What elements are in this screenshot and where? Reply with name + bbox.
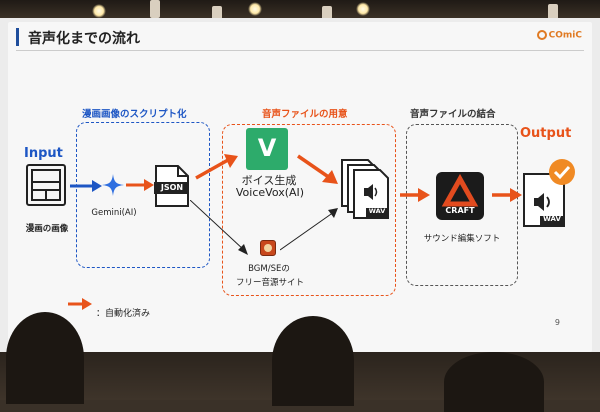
wav-file-icon [523, 173, 565, 227]
orange-arrow-icon [492, 188, 522, 202]
gemini-caption: Gemini(AI) [91, 208, 137, 218]
logo-icon [536, 30, 547, 40]
ceiling-light [356, 2, 370, 16]
script-group-box [76, 122, 210, 268]
orange-arrow-icon [195, 154, 238, 180]
section-heading-script: 漫画画像のスクリプト化 [82, 109, 187, 120]
json-label: JSON [160, 183, 184, 192]
audio-prep-group-box [222, 124, 396, 296]
gemini-sparkle-icon [102, 174, 124, 196]
legend-text: ：自動化済み [96, 309, 151, 319]
bgm-caption-1: BGM/SEの [248, 264, 290, 274]
section-heading-audio-prep: 音声ファイルの用意 [262, 109, 348, 120]
ceiling-fixture [548, 4, 558, 22]
voicevox-caption-1: ボイス生成 [241, 174, 297, 187]
audience-head [6, 312, 84, 404]
input-heading: Input [24, 146, 63, 161]
slide-title: 音声化までの流れ [28, 31, 140, 47]
voicevox-caption-2: VoiceVox(AI) [235, 186, 305, 199]
ceiling-light [248, 2, 262, 16]
title-accent-bar [16, 28, 19, 46]
audience-head [272, 316, 354, 406]
voicevox-icon: V [246, 128, 288, 170]
input-caption: 漫画の画像 [25, 224, 69, 234]
output-heading: Output [520, 126, 572, 141]
bgm-caption-2: フリー音源サイト [235, 278, 304, 288]
blue-arrow-icon [70, 180, 102, 192]
manga-image-icon [26, 164, 66, 206]
title-divider [16, 50, 584, 51]
wav-files-stack-icon: WAV [338, 156, 396, 222]
page-number: 9 [554, 318, 560, 327]
thin-arrow-icon [190, 200, 248, 255]
output-wav-label: WAV [543, 215, 561, 223]
presentation-slide: 音声化までの流れ COmiC 漫画画像のスクリプト化 音声ファイルの用意 音声フ… [8, 22, 592, 352]
company-logo: COmiC [536, 30, 582, 41]
thin-arrow-icon [280, 208, 338, 251]
audio-join-group-box [406, 124, 518, 286]
logo-text: COmiC [548, 30, 582, 41]
stacked-files-icon [341, 159, 389, 219]
section-heading-audio-join: 音声ファイルの結合 [410, 109, 496, 120]
orange-arrow-icon [297, 154, 338, 184]
ceiling-fixture [322, 6, 332, 24]
ceiling-fixture [150, 0, 160, 18]
craft-caption: サウンド編集ソフト [423, 234, 501, 244]
craft-triangle-icon [441, 173, 479, 207]
document-icon [154, 165, 189, 207]
craft-app-icon: CRAFT [436, 172, 484, 220]
craft-label: CRAFT [445, 206, 475, 215]
audience-head [444, 352, 544, 412]
voicevox-letter: V [257, 134, 277, 162]
speaker-cone [264, 244, 272, 252]
output-wav-file-icon: WAV [520, 158, 576, 230]
ceiling-fixture [212, 6, 222, 24]
orange-arrow-icon [126, 179, 154, 191]
check-badge-icon [549, 159, 575, 185]
ceiling-light [92, 4, 106, 18]
orange-arrow-icon [400, 188, 430, 202]
speaker-box-icon [260, 240, 276, 256]
json-file-icon: JSON [154, 164, 190, 212]
manga-panels-icon [31, 169, 61, 201]
wav-stack-label: WAV [368, 207, 386, 215]
legend-orange-arrow-icon [68, 298, 92, 310]
